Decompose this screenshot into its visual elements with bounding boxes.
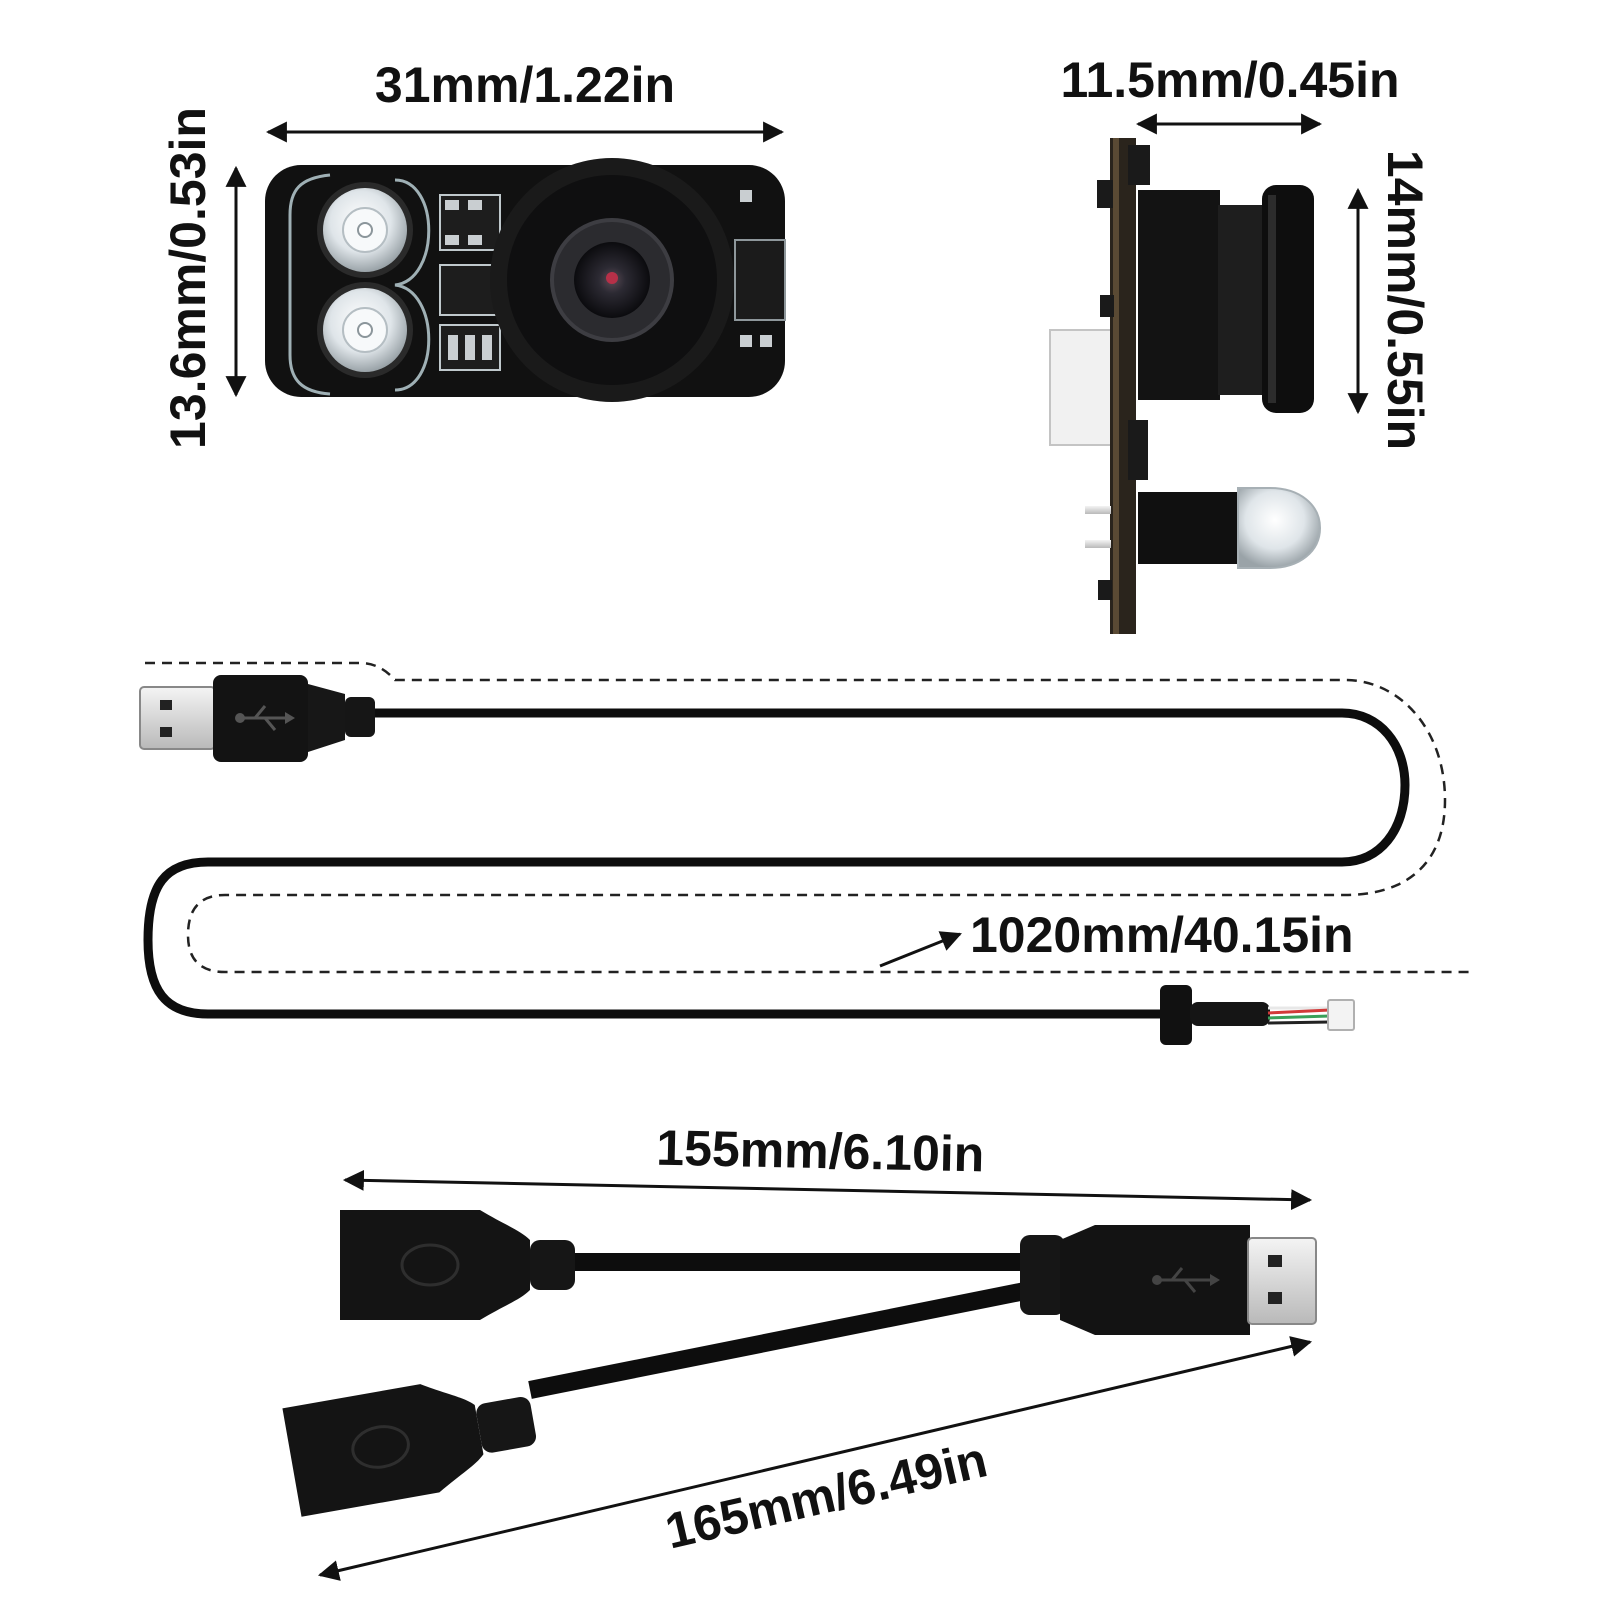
usb-splitter-cable: 155mm/6.10in 165mm/6.49in [282,1120,1317,1581]
board-connector [1049,329,1113,446]
camera-board-front-view: 31mm/1.22in 13.6mm/0.53in [160,57,786,449]
usb-a-plug [139,675,375,762]
board-side-height-label: 14mm/0.55in [1377,150,1433,450]
board-side-depth-label: 11.5mm/0.45in [1060,52,1399,108]
silkscreen-line [394,178,431,392]
cable [528,1281,1032,1399]
board-front-height-label: 13.6mm/0.53in [160,107,216,449]
led-icon [317,282,413,378]
led-icon [317,182,413,278]
lens-holder [1138,190,1220,400]
dimension-arrow [879,931,962,968]
led-icon [1237,487,1322,569]
pcb-chip [734,239,786,321]
silkscreen-line [288,173,331,396]
camera-usb-cable: 1020mm/40.15in [139,661,1470,1045]
camera-board-side-view: 11.5mm/0.45in 14mm/0.55in [1049,52,1433,634]
dimension-arrow [342,1169,1313,1211]
splitter-short-branch-label: 155mm/6.10in [656,1120,985,1183]
usb-a-plug [1020,1225,1317,1335]
dimension-arrow [317,1336,1313,1581]
usb-icon [1152,1267,1220,1293]
lens-icon [490,158,734,402]
splitter-long-branch-label: 165mm/6.49in [660,1431,992,1559]
board-front-width-label: 31mm/1.22in [375,57,675,113]
camera-cable-length-label: 1020mm/40.15in [970,907,1354,963]
camera-connector-end [1160,985,1355,1045]
usb-icon [235,705,295,731]
pcb-chip [439,264,501,316]
usb-a-female-connector [340,1210,575,1320]
cable-length-guide [145,661,1470,974]
cable [143,708,1410,1019]
ir-led-holder [1138,492,1238,564]
usb-a-female-connector [282,1384,537,1517]
